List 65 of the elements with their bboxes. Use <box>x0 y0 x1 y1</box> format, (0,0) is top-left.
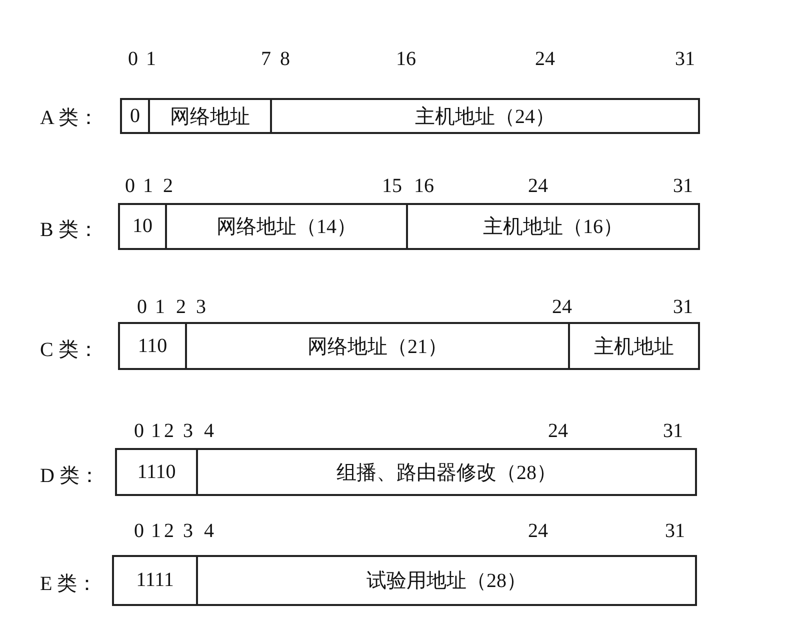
bit-number: 1 <box>155 296 165 319</box>
bit-number: 24 <box>548 420 568 443</box>
bit-number: 0 <box>128 48 138 71</box>
bit-number: 16 <box>414 175 434 198</box>
field-text: 网络地址（14） <box>216 215 356 240</box>
field-text: 网络地址 <box>170 104 250 130</box>
address-field <box>568 322 700 370</box>
address-field <box>270 98 700 134</box>
bit-number: 1 <box>151 420 161 443</box>
bit-number: 0 <box>134 420 144 443</box>
field-text: 试验用地址（28） <box>366 569 526 594</box>
bit-number: 15 <box>382 175 402 198</box>
address-field <box>196 448 697 496</box>
bit-number: 3 <box>196 296 206 319</box>
bit-number: 3 <box>183 520 193 543</box>
bit-number: 0 <box>134 520 144 543</box>
address-field <box>196 555 697 606</box>
bit-number: 2 <box>164 520 174 543</box>
address-field <box>112 555 198 606</box>
bit-number: 1 <box>146 48 156 71</box>
address-field <box>118 203 167 250</box>
bit-number: 31 <box>675 48 695 71</box>
address-field <box>165 203 408 250</box>
bit-number: 0 <box>137 296 147 319</box>
field-text: 1111 <box>136 569 174 592</box>
address-field <box>148 98 272 134</box>
address-field <box>115 448 198 496</box>
bit-number: 1 <box>143 175 153 198</box>
field-text: 组播、路由器修改（28） <box>336 460 556 486</box>
address-field <box>406 203 700 250</box>
bit-number: 31 <box>673 296 693 319</box>
bit-number: 8 <box>280 48 290 71</box>
bit-number: 7 <box>261 48 271 71</box>
class-label: C 类： <box>40 338 98 363</box>
bit-number: 31 <box>665 520 685 543</box>
bit-number: 1 <box>151 520 161 543</box>
field-text: 1110 <box>137 460 176 484</box>
field-text: 0 <box>130 104 140 128</box>
bit-number: 31 <box>673 175 693 198</box>
bit-number: 16 <box>396 48 416 71</box>
field-text: 主机地址（16） <box>483 215 623 240</box>
bit-number: 31 <box>663 420 683 443</box>
class-label: E 类： <box>40 572 98 597</box>
bit-number: 4 <box>204 520 214 543</box>
field-text: 主机地址（24） <box>415 104 555 130</box>
field-text: 网络地址（21） <box>308 334 448 360</box>
field-text: 主机地址 <box>594 334 674 360</box>
bit-number: 24 <box>528 520 548 543</box>
bit-number: 24 <box>535 48 555 71</box>
bit-number: 24 <box>528 175 548 198</box>
class-label: A 类： <box>40 106 98 131</box>
class-label: B 类： <box>40 218 98 243</box>
address-field <box>118 322 187 370</box>
field-text: 10 <box>132 215 152 238</box>
address-field <box>120 98 150 134</box>
field-text: 110 <box>138 334 168 358</box>
bit-number: 2 <box>164 420 174 443</box>
bit-number: 2 <box>163 175 173 198</box>
bit-number: 2 <box>176 296 186 319</box>
address-field <box>185 322 570 370</box>
bit-number: 3 <box>183 420 193 443</box>
class-label: D 类： <box>40 464 100 489</box>
bit-number: 4 <box>204 420 214 443</box>
bit-number: 24 <box>552 296 572 319</box>
bit-number: 0 <box>125 175 135 198</box>
